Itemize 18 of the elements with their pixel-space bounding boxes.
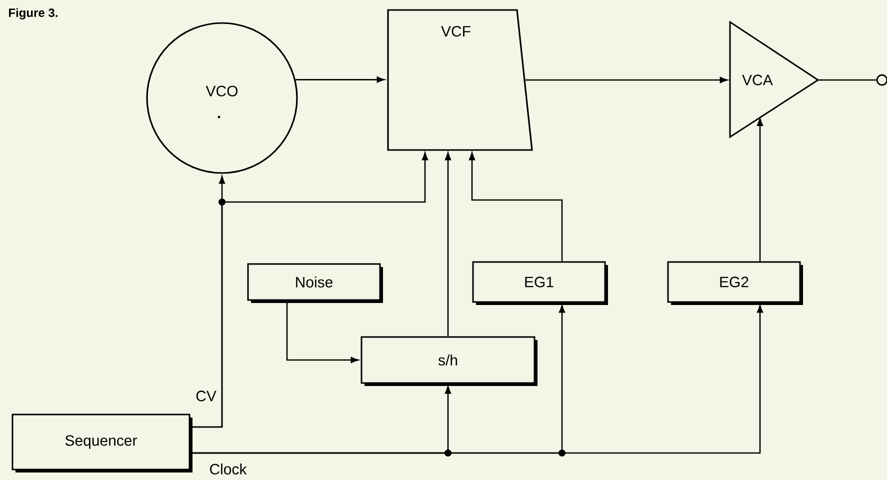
arrow bbox=[190, 152, 428, 428]
figure-title: Figure 3. bbox=[9, 8, 58, 20]
arrow bbox=[525, 76, 728, 84]
arrow bbox=[190, 304, 764, 454]
process-box: EG2 bbox=[667, 261, 803, 305]
arrow bbox=[296, 76, 385, 83]
edge-label: CV bbox=[194, 390, 218, 402]
output-terminal bbox=[876, 74, 887, 86]
arrow bbox=[756, 118, 764, 262]
process-box: Sequencer bbox=[12, 414, 192, 472]
arrow bbox=[468, 152, 563, 262]
process-box: EG1 bbox=[472, 261, 608, 305]
edge-label: Clock bbox=[208, 462, 248, 476]
process-box: Noise bbox=[247, 263, 383, 303]
arrow bbox=[286, 300, 359, 364]
process-box: s/h bbox=[360, 336, 538, 386]
arrow bbox=[444, 152, 452, 336]
filter-block: VCF bbox=[387, 9, 533, 151]
